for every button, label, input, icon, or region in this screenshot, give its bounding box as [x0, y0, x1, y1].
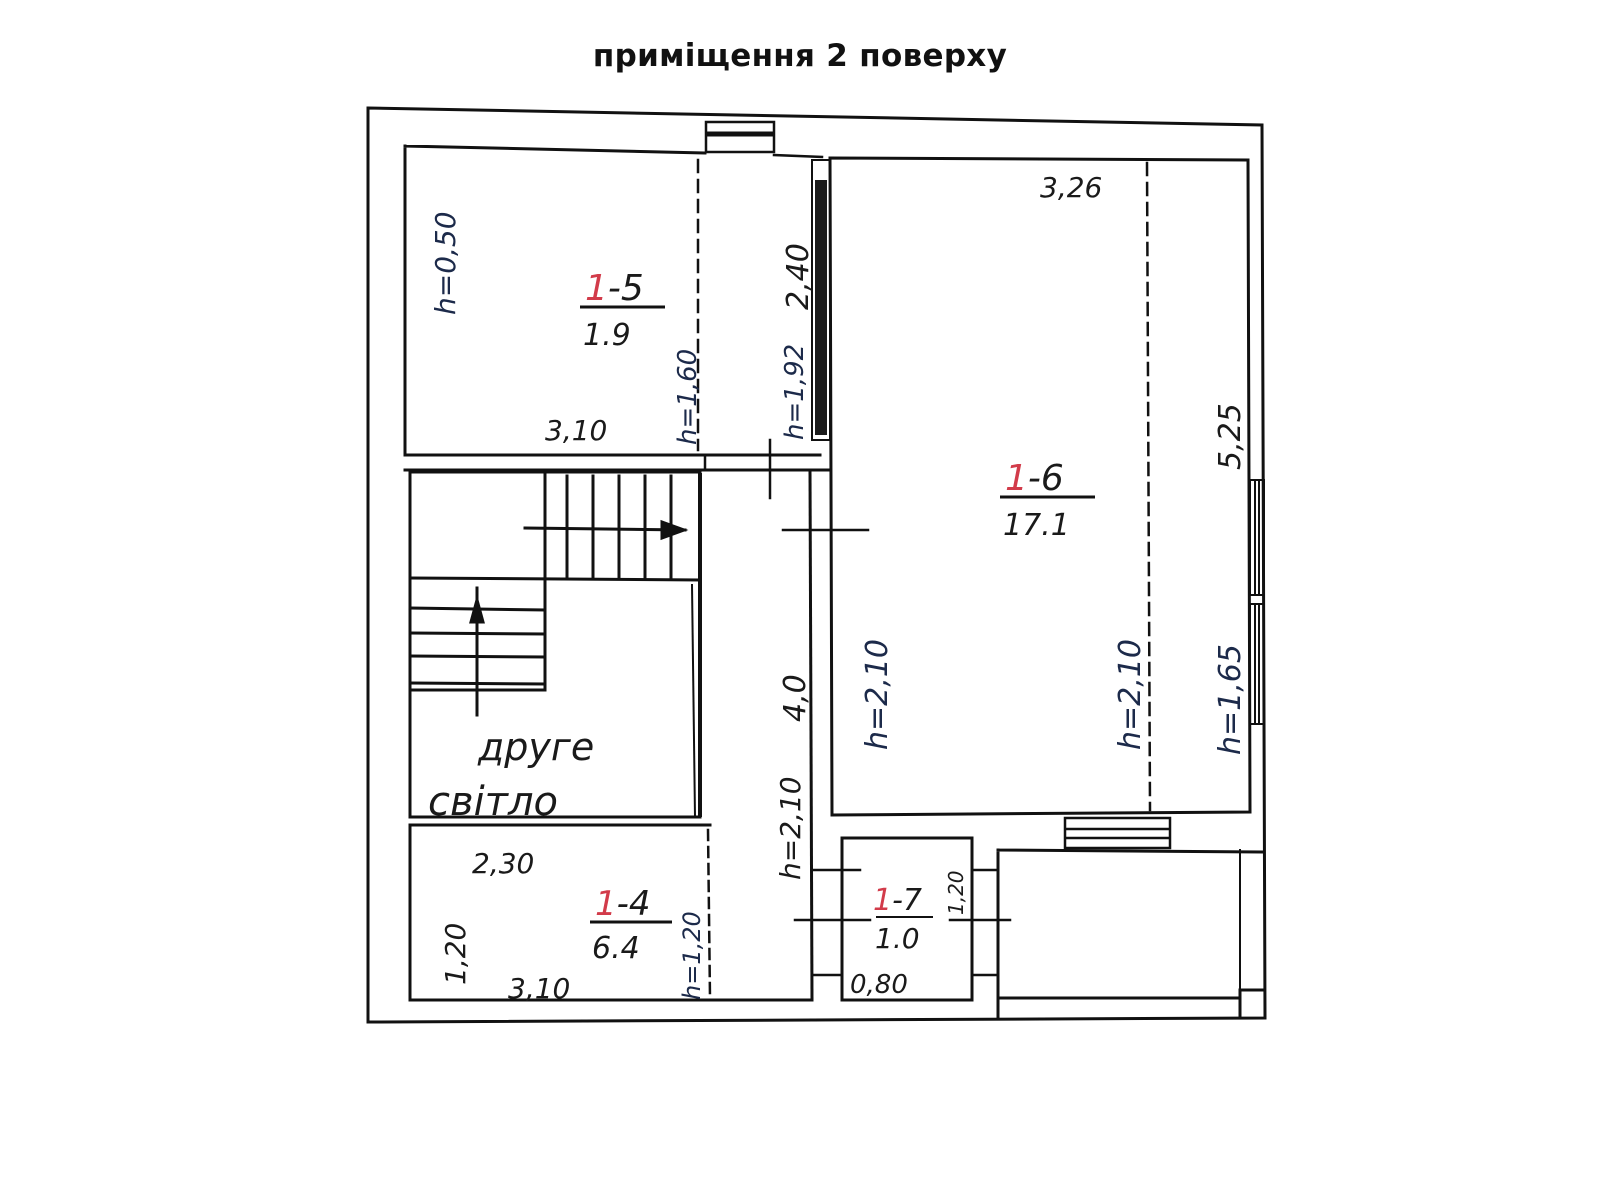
height-room-1-6-mid: h=2,10 [1113, 639, 1148, 750]
dim-room-1-4-bottom: 3,10 [508, 972, 570, 1005]
room-1-5-outline [403, 144, 822, 457]
room-1-6-label: 1-6 17.1 [1000, 458, 1095, 543]
svg-text:17.1: 17.1 [1003, 508, 1070, 543]
room-1-4-label: 1-4 6.4 [590, 884, 672, 966]
svg-text:1-4: 1-4 [595, 884, 651, 924]
room-1-6-outline [828, 156, 1252, 817]
height-room-1-5-right: h=1,60 [673, 349, 703, 445]
stair-void-label-line2: світло [428, 779, 558, 825]
dim-room-1-4-top: 2,30 [472, 847, 534, 880]
room-1-6-dashed-line [1145, 161, 1152, 812]
balcony-outline [996, 848, 1264, 1020]
dim-room-1-7-width: 0,80 [850, 970, 908, 1000]
height-room-1-6-right: h=1,65 [1213, 644, 1248, 755]
dim-room-1-6-length: 5,25 [1213, 403, 1248, 470]
svg-text:1.9: 1.9 [583, 318, 631, 353]
svg-text:1-7: 1-7 [873, 883, 922, 918]
window-bottom [1063, 816, 1172, 850]
window-right-upper [1249, 479, 1265, 596]
outer-wall [366, 106, 1267, 1024]
dim-room-1-7-height: 1,20 [944, 870, 968, 915]
page-title: приміщення 2 поверху [592, 38, 1008, 74]
dim-corridor-length: 4,0 [778, 674, 813, 722]
height-room-1-5-left: h=0,50 [429, 211, 462, 315]
window-right-lower [1249, 603, 1265, 725]
dim-closet-length: 2,40 [781, 243, 816, 310]
svg-text:6.4: 6.4 [592, 931, 640, 966]
svg-text:1-5: 1-5 [585, 268, 644, 309]
height-room-1-6-left: h=2,10 [860, 639, 895, 750]
dim-room-1-6-width: 3,26 [1040, 171, 1102, 204]
dim-room-1-4-height: 1,20 [439, 923, 472, 985]
window-top [704, 120, 776, 154]
svg-text:1-6: 1-6 [1005, 458, 1064, 499]
svg-text:1.0: 1.0 [875, 922, 920, 955]
room-1-4-dashed-line [706, 828, 712, 1000]
room-1-4-outline [408, 823, 814, 1002]
room-1-7-label: 1-7 1.0 [873, 883, 922, 955]
height-room-1-4-right: h=1,20 [678, 911, 706, 1000]
height-corridor: h=2,10 [774, 776, 807, 880]
stair-void-label-line1: друге [477, 725, 594, 769]
dim-room-1-5-width: 3,10 [545, 414, 607, 447]
staircase [408, 470, 702, 819]
room-1-5-label: 1-5 1.9 [580, 268, 665, 353]
height-closet: h=1,92 [780, 344, 810, 440]
